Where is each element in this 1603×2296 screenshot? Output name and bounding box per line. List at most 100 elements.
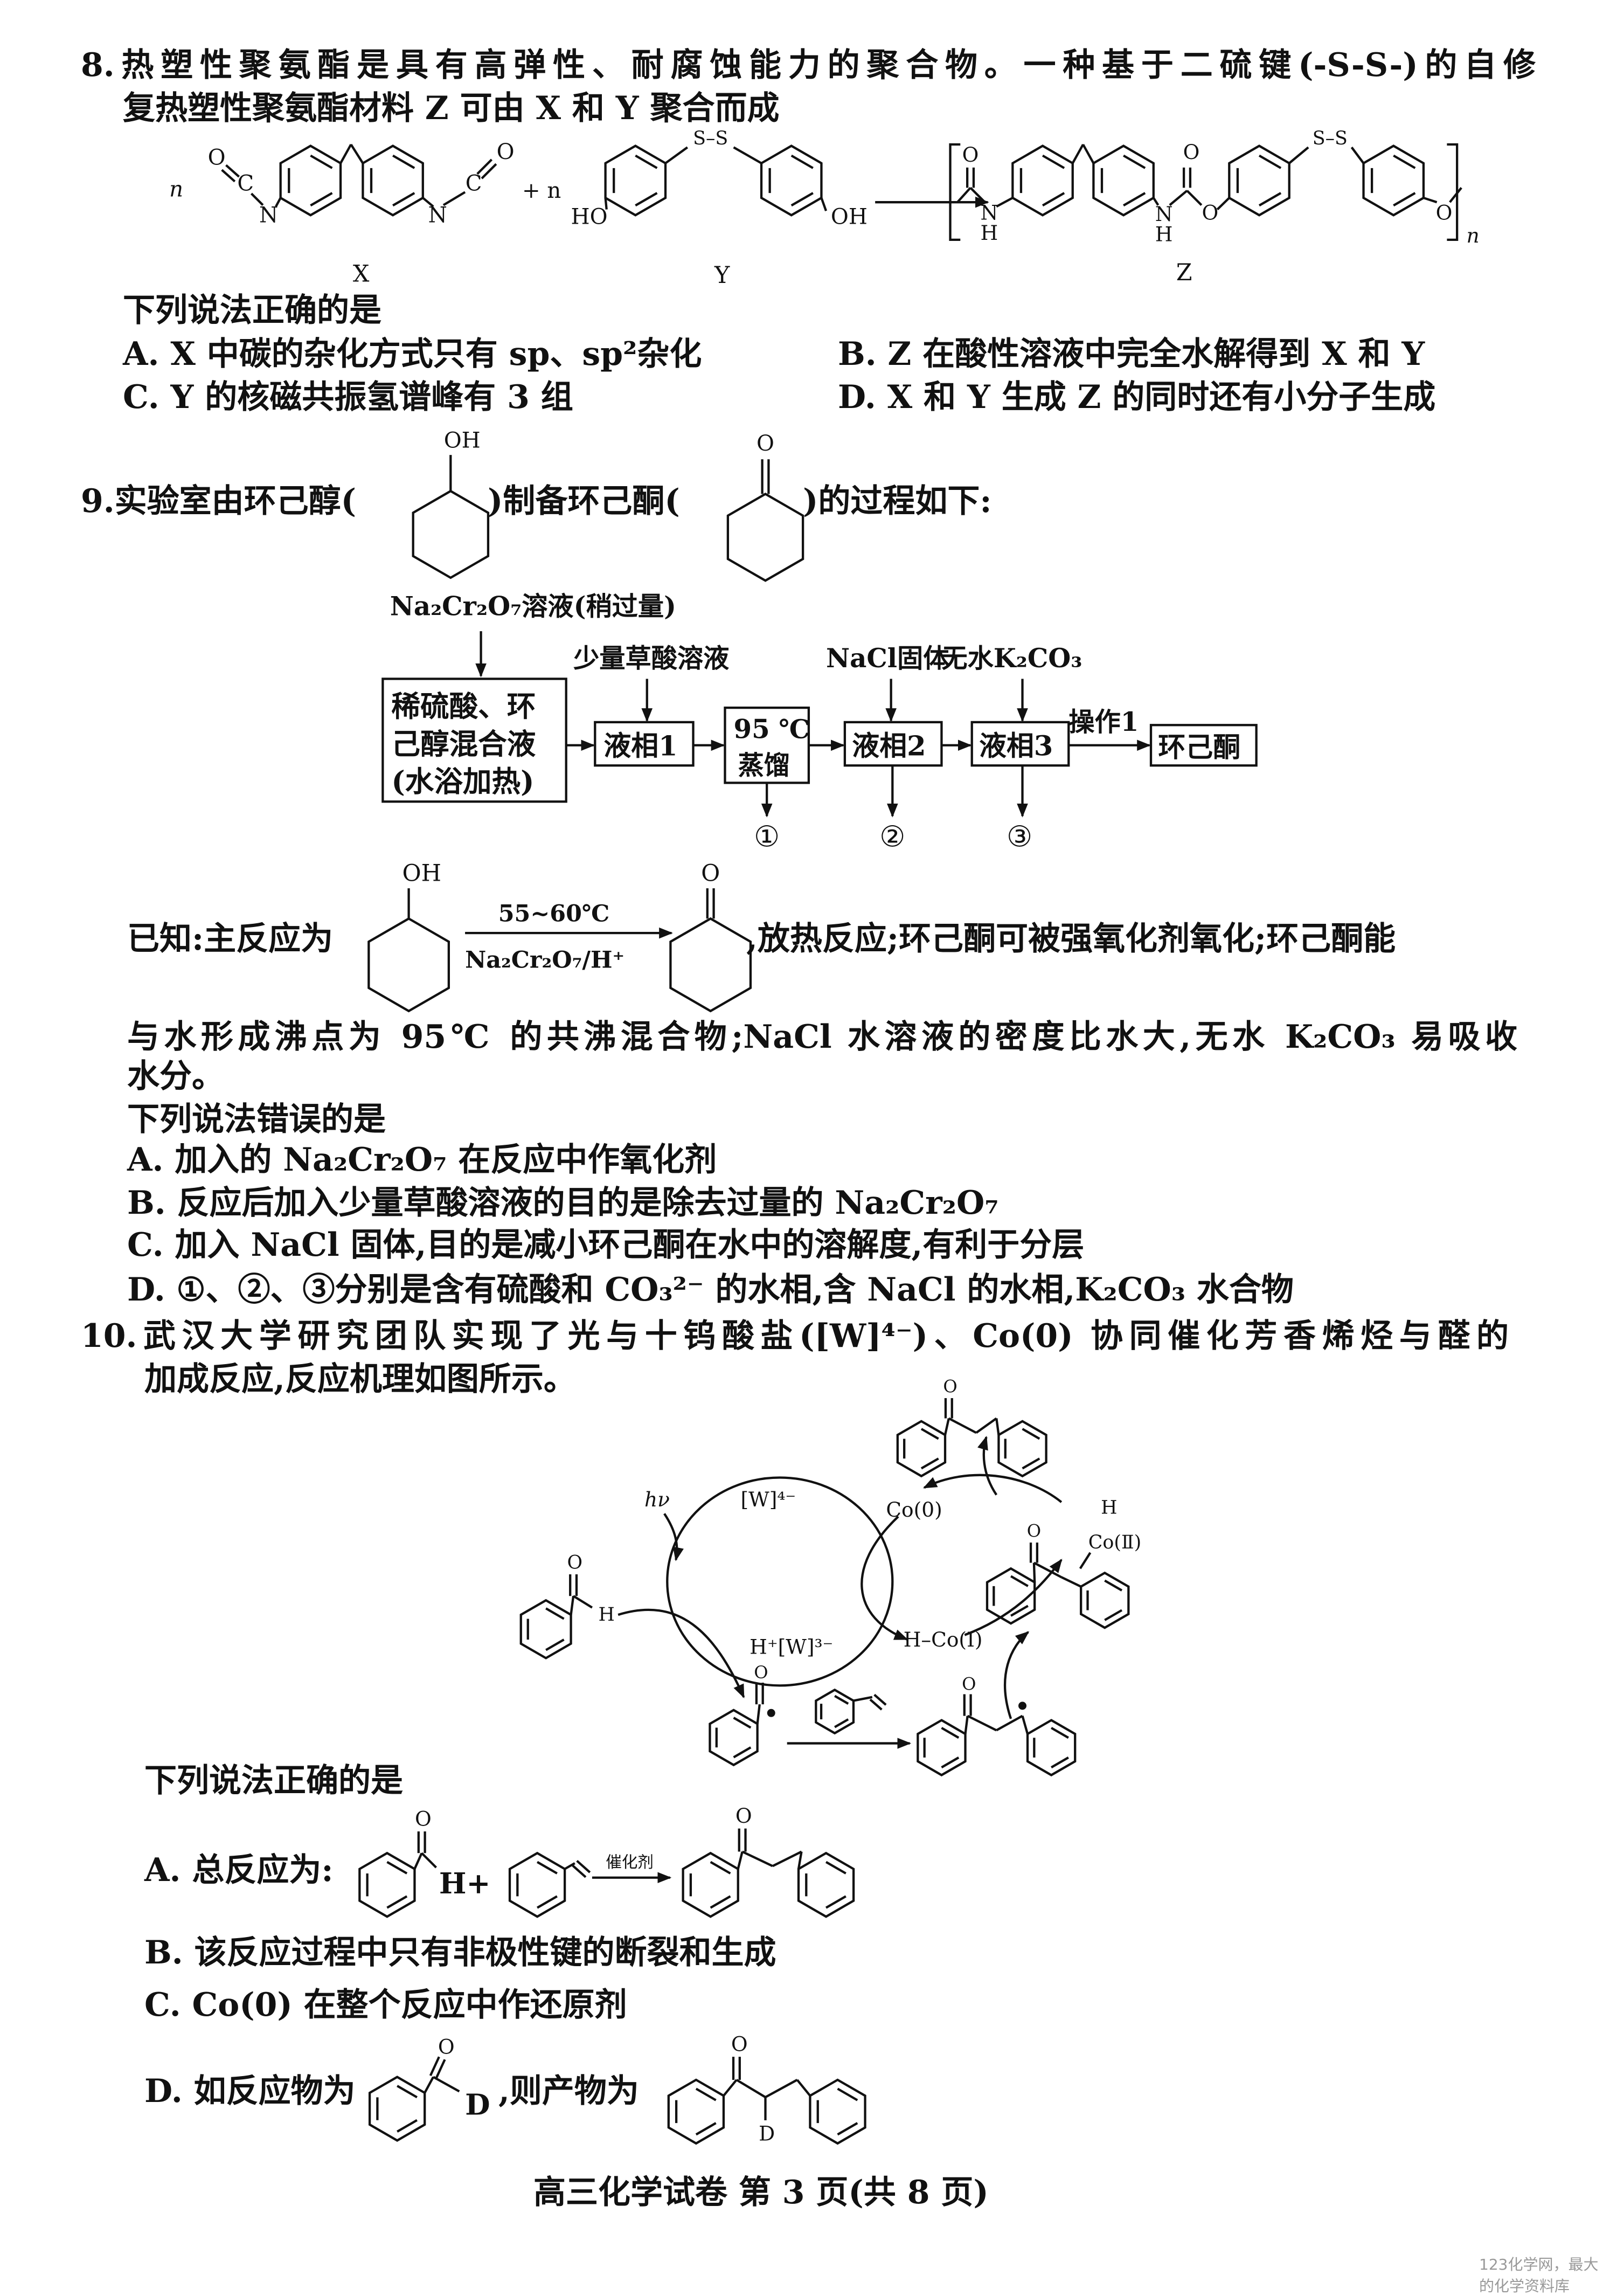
bond-line bbox=[1123, 192, 1146, 207]
radical-dot bbox=[1018, 1702, 1027, 1710]
bond-line bbox=[570, 1595, 575, 1615]
atom-label: O bbox=[962, 143, 979, 167]
bond-line bbox=[796, 2079, 811, 2097]
bond-line bbox=[1104, 1609, 1123, 1621]
q10-option-d-part2: ,则产物为 bbox=[498, 2072, 639, 2110]
bond-line bbox=[920, 1457, 939, 1470]
bond-line bbox=[790, 192, 814, 207]
bond-line bbox=[695, 2122, 717, 2136]
q10-stem-line1: 10.武汉大学研究团队实现了光与十钨酸盐([W]⁴⁻)、Co(0) 协同催化芳香… bbox=[81, 1317, 1509, 1355]
bond-line bbox=[664, 146, 689, 164]
arrow-hco-to-co2 bbox=[964, 1559, 1063, 1636]
bond-line bbox=[1022, 1428, 1040, 1440]
q10-option-a: A. 总反应为: bbox=[144, 1851, 334, 1889]
bond-line bbox=[422, 197, 434, 208]
bond-line bbox=[837, 2087, 858, 2101]
reagent-dichromate: Na₂Cr₂O₇溶液(稍过量) bbox=[390, 592, 676, 622]
flow-box-text: 95 ℃ bbox=[734, 714, 810, 744]
bond-line bbox=[967, 1714, 997, 1732]
bond-line bbox=[941, 1756, 960, 1769]
bond-line bbox=[1350, 147, 1365, 164]
w4-label: [W]⁴⁻ bbox=[741, 1488, 796, 1511]
bond-line bbox=[1258, 192, 1282, 207]
bond-line bbox=[943, 1418, 950, 1435]
arrow-co2-to-co0 bbox=[922, 1474, 1063, 1503]
bond-line bbox=[873, 1693, 887, 1706]
q10-prompt: 下列说法正确的是 bbox=[144, 1762, 403, 1800]
bond-line bbox=[964, 1716, 969, 1734]
radical-dot bbox=[767, 1709, 775, 1717]
condition-temperature: 55~60℃ bbox=[498, 901, 610, 928]
bond-line bbox=[1186, 190, 1203, 206]
bond-line bbox=[737, 1851, 744, 1870]
bond-line bbox=[996, 197, 1014, 208]
q10-option-d-part1: D. 如反应物为 bbox=[144, 2072, 356, 2110]
operation-1: 操作1 bbox=[1068, 707, 1139, 737]
atom-label: O bbox=[754, 1662, 768, 1683]
bond-line bbox=[545, 1607, 565, 1620]
bond-line bbox=[710, 1895, 731, 1909]
atom-label: N bbox=[1155, 202, 1173, 226]
atom-label: OH bbox=[831, 204, 868, 229]
plus-sign: H+ bbox=[439, 1866, 491, 1900]
q10-stem-line2: 加成反应,反应机理如图所示。 bbox=[144, 1360, 576, 1398]
atom-label: HO bbox=[571, 204, 608, 229]
atom-label: O bbox=[701, 860, 720, 887]
atom-label: N bbox=[428, 203, 447, 228]
q10-option-c: C. Co(0) 在整个反应中作还原剂 bbox=[144, 1986, 627, 2024]
bond-line bbox=[695, 2087, 717, 2101]
q9-known-part1: 已知:主反应为 bbox=[127, 920, 334, 958]
bond-line bbox=[1152, 197, 1160, 206]
bond-line bbox=[1021, 1716, 1029, 1734]
q10-option-b: B. 该反应过程中只有非极性键的断裂和生成 bbox=[144, 1934, 776, 1972]
bond-line bbox=[1033, 1561, 1062, 1579]
atom-label: O bbox=[1183, 140, 1200, 164]
bond-line bbox=[1042, 192, 1065, 207]
bond-line bbox=[386, 1861, 408, 1875]
bond-line bbox=[1216, 197, 1230, 211]
bond-line bbox=[834, 1718, 849, 1728]
atom-label: O bbox=[943, 1376, 957, 1396]
condition-reagent: Na₂Cr₂O₇/H⁺ bbox=[465, 946, 624, 973]
bond-line bbox=[741, 1850, 773, 1868]
bond-line bbox=[250, 192, 264, 206]
atom-label: N bbox=[980, 200, 998, 224]
bond-line bbox=[421, 1852, 438, 1869]
bond-line bbox=[710, 1861, 731, 1875]
cyclohexanone-ring bbox=[726, 493, 804, 582]
reagent-oxalic: 少量草酸溶液 bbox=[573, 644, 729, 674]
bond-line bbox=[1032, 1562, 1036, 1582]
co2-hydride: H bbox=[1101, 1497, 1117, 1518]
co2-label: Co(Ⅱ) bbox=[1088, 1532, 1141, 1553]
plus-n: + n bbox=[522, 178, 561, 203]
atom-label: H bbox=[599, 1604, 615, 1626]
flow-box-text: 己醇混合液 bbox=[391, 727, 536, 761]
bond-line bbox=[572, 1864, 587, 1878]
bond-line bbox=[1258, 154, 1282, 169]
atom-label: H bbox=[981, 221, 998, 245]
bond-line bbox=[825, 1895, 846, 1909]
bond-line bbox=[723, 2079, 738, 2097]
bond-line bbox=[1423, 197, 1438, 204]
bond-line bbox=[576, 1859, 591, 1873]
bond-line bbox=[572, 1595, 593, 1609]
bond-line bbox=[429, 2056, 440, 2077]
flow-box-mixture bbox=[381, 677, 567, 803]
atom-label: O bbox=[1436, 200, 1453, 224]
atom-label: O bbox=[567, 1552, 582, 1573]
bond-line bbox=[1022, 1457, 1040, 1470]
bond-line bbox=[537, 1861, 558, 1875]
deuterium-label: D bbox=[465, 2087, 490, 2121]
atom-label: N bbox=[259, 203, 278, 228]
cyclohexanone-ring bbox=[669, 917, 752, 1013]
atom-label: C bbox=[237, 171, 254, 196]
bond-line bbox=[948, 1417, 977, 1434]
bond-line bbox=[225, 164, 240, 178]
cyclohexanol-ring bbox=[412, 489, 490, 579]
bond-line bbox=[386, 1895, 408, 1909]
q9-known-part2: ,放热反应;环己酮可被强氧化剂氧化;环己酮能 bbox=[746, 920, 1396, 958]
cyclohexanol-ring bbox=[367, 917, 450, 1013]
bond-line bbox=[392, 192, 415, 207]
output-1: ① bbox=[754, 819, 780, 853]
bond-line bbox=[435, 2059, 446, 2079]
